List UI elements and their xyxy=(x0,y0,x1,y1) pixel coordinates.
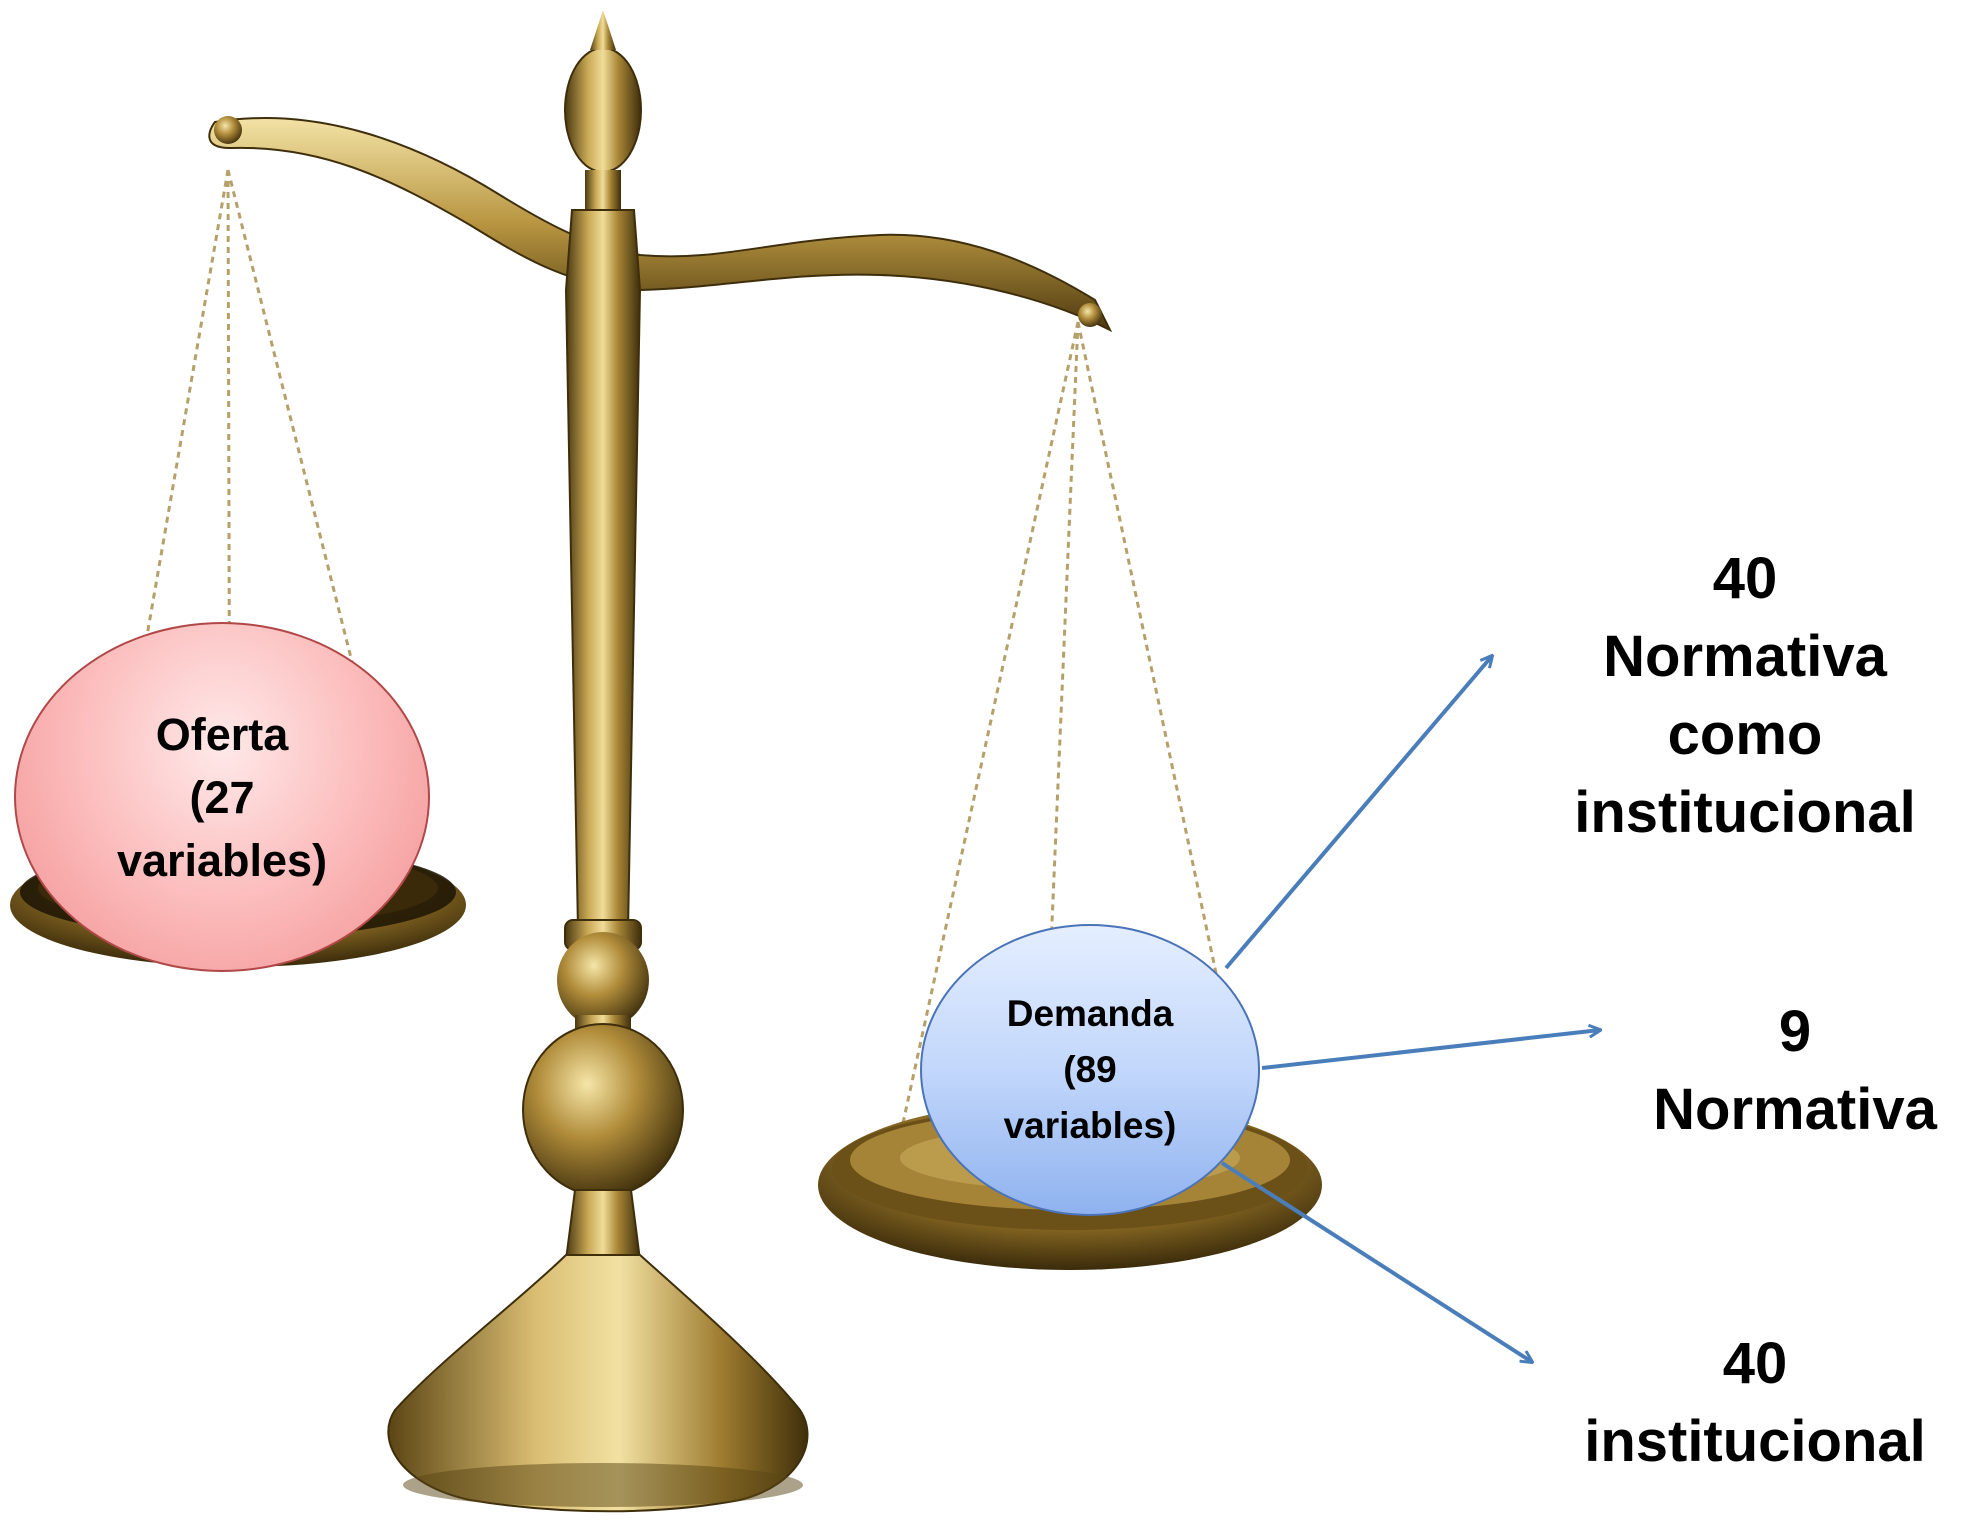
oferta-bubble: Oferta (27 variables) xyxy=(14,622,430,972)
result-normativa-como-institucional: 40 Normativa como institucional xyxy=(1540,540,1950,852)
result-bottom-number: 40 xyxy=(1722,1331,1788,1396)
result-middle-number: 9 xyxy=(1778,999,1812,1064)
oferta-title: Oferta xyxy=(155,708,289,760)
arrow-to-middle xyxy=(1261,1030,1600,1070)
result-top-number: 40 xyxy=(1712,546,1778,611)
demanda-unit: variables) xyxy=(1003,1105,1177,1146)
oferta-count: (27 xyxy=(189,771,255,823)
demanda-count: (89 xyxy=(1063,1049,1117,1090)
result-normativa: 9 Normativa xyxy=(1630,993,1960,1149)
result-top-line3: institucional xyxy=(1574,780,1916,845)
scale-column xyxy=(564,209,642,931)
result-institucional: 40 institucional xyxy=(1545,1325,1963,1481)
scale-beam xyxy=(208,117,1113,333)
demanda-bubble: Demanda (89 variables) xyxy=(920,924,1260,1216)
arrow-to-top xyxy=(1224,656,1492,970)
result-middle-line1: Normativa xyxy=(1653,1077,1937,1142)
result-top-line1: Normativa xyxy=(1603,624,1887,689)
result-bottom-line1: institucional xyxy=(1584,1409,1926,1474)
scale-finial xyxy=(564,10,642,210)
oferta-unit: variables) xyxy=(116,834,328,886)
scale-base xyxy=(387,1254,809,1513)
result-top-line2: como xyxy=(1667,702,1823,767)
arrow-to-bottom xyxy=(1220,1161,1532,1362)
arrows xyxy=(1220,656,1600,1362)
demanda-title: Demanda xyxy=(1006,993,1174,1034)
